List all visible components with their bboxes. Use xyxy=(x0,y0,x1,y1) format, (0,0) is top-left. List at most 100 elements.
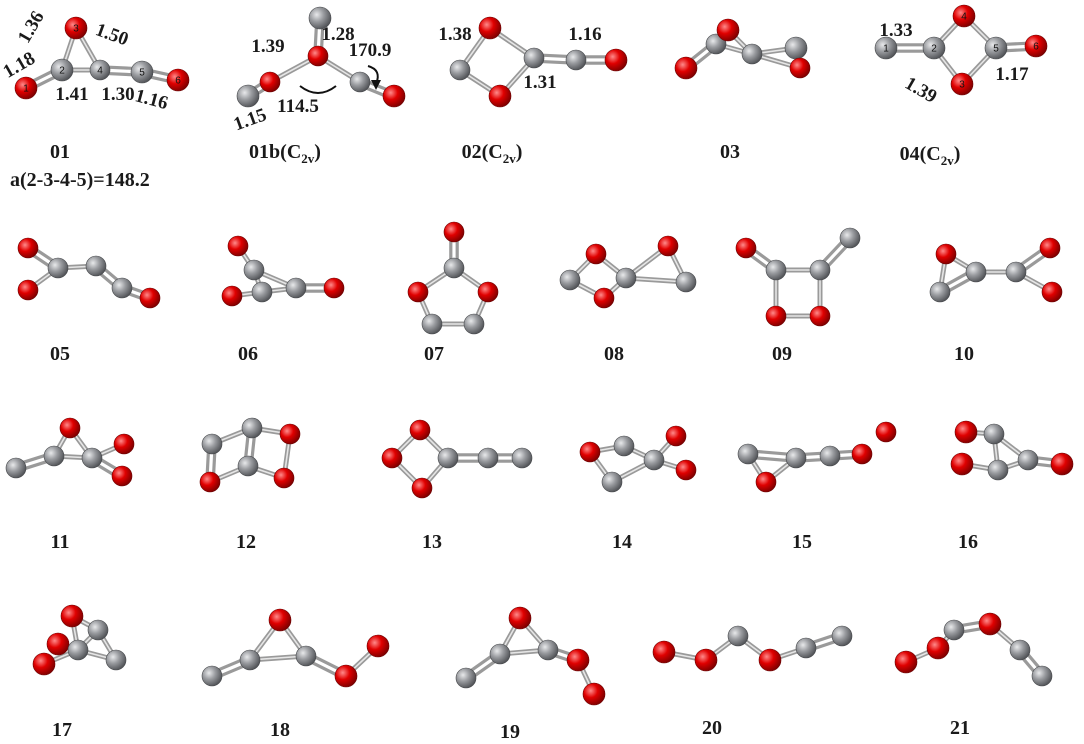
structure-09-oxygen-atom-1 xyxy=(735,237,757,259)
structure-01-atom-index-2: 2 xyxy=(59,66,65,77)
structure-21-carbon-atom-4 xyxy=(943,619,965,641)
structure-12-carbon-atom-2 xyxy=(241,417,263,439)
structure-01-carbon-atom-4 xyxy=(89,59,111,81)
structure-03-carbon-atom-2 xyxy=(705,33,727,55)
structure-04c-atom-index-6: 6 xyxy=(1033,42,1039,53)
structure-02c-carbon-atom-4 xyxy=(523,47,545,69)
structure-18-oxygen-atom-3 xyxy=(334,664,358,688)
structure-03-carbon-atom-4 xyxy=(741,43,763,65)
structure-10-carbon-atom-6 xyxy=(1005,261,1027,283)
structure-01-bond-length-1: 1.18 xyxy=(0,48,39,83)
structure-14-carbon-atom-5 xyxy=(601,471,623,493)
structure-01-label: 01 xyxy=(50,141,70,163)
structure-17-carbon-atom-5 xyxy=(67,639,89,661)
structure-04c-bond-length-3: 1.17 xyxy=(995,64,1029,85)
structure-20-oxygen-atom-3 xyxy=(758,648,782,672)
structure-20-carbon-atom-5 xyxy=(795,637,817,659)
structure-15-oxygen-atom-2 xyxy=(851,443,873,465)
structure-19-label: 19 xyxy=(500,721,520,743)
structure-04c-oxygen-atom-6 xyxy=(1024,34,1048,58)
structure-20-label: 20 xyxy=(702,717,722,739)
structure-13-carbon-atom-4 xyxy=(437,447,459,469)
structure-01-bond-length-6: 1.16 xyxy=(133,85,171,114)
structure-19-carbon-atom-6 xyxy=(537,639,559,661)
structure-18-carbon-atom-6 xyxy=(295,645,317,667)
structure-02c-bond-length-2: 1.16 xyxy=(568,24,601,45)
structure-15-carbon-atom-6 xyxy=(819,445,841,467)
structure-04c-carbon-atom-5 xyxy=(984,36,1008,60)
structure-03-label: 03 xyxy=(720,141,740,163)
structure-17-label: 17 xyxy=(52,719,72,741)
structure-07-carbon-atom-2 xyxy=(443,257,465,279)
structure-18-carbon-atom-4 xyxy=(201,665,223,687)
structure-12-oxygen-atom-4 xyxy=(199,471,221,493)
structure-01-oxygen-atom-1 xyxy=(14,76,38,100)
structure-12-label: 12 xyxy=(236,531,256,553)
structure-10-carbon-atom-4 xyxy=(929,281,951,303)
structure-01-bond-length-4: 1.41 xyxy=(55,84,88,105)
structure-01-oxygen-atom-6 xyxy=(166,68,190,92)
structure-11-carbon-atom-6 xyxy=(81,447,103,469)
structure-01bc-bond-length-3: 1.15 xyxy=(231,104,269,135)
structure-07-oxygen-atom-4 xyxy=(477,281,499,303)
structure-04c-atom-index-1: 1 xyxy=(883,44,889,55)
structure-14-oxygen-atom-1 xyxy=(579,441,601,463)
structure-03-carbon-atom-5 xyxy=(784,36,808,60)
structure-12-oxygen-atom-3 xyxy=(279,423,301,445)
structure-13-oxygen-atom-3 xyxy=(411,477,433,499)
structure-08-oxygen-atom-1 xyxy=(585,243,607,265)
structure-11-oxygen-atom-2 xyxy=(113,433,135,455)
structure-16-carbon-atom-6 xyxy=(1017,449,1039,471)
structure-01-oxygen-atom-3 xyxy=(64,16,88,40)
structure-09-oxygen-atom-6 xyxy=(809,305,831,327)
structure-17-carbon-atom-4 xyxy=(87,619,109,641)
structure-21-oxygen-atom-3 xyxy=(978,612,1002,636)
structure-06-label: 06 xyxy=(238,343,258,365)
structure-06-oxygen-atom-6 xyxy=(323,277,345,299)
structure-01bc-oxygen-atom-2 xyxy=(259,71,281,93)
structure-04c-carbon-atom-1 xyxy=(874,36,898,60)
structure-01bc-carbon-atom-3 xyxy=(308,6,332,30)
structure-06-carbon-atom-3 xyxy=(243,259,265,281)
structure-17-oxygen-atom-2 xyxy=(46,632,70,656)
structure-01-atom-index-4: 4 xyxy=(97,66,103,77)
structure-01bc-carbon-atom-1 xyxy=(236,84,260,108)
structure-07-carbon-atom-5 xyxy=(421,313,443,335)
structure-01-bond-length-2: 1.36 xyxy=(14,8,49,47)
structure-18-label: 18 xyxy=(270,719,290,741)
structure-10-oxygen-atom-2 xyxy=(1039,237,1061,259)
structure-07-carbon-atom-6 xyxy=(463,313,485,335)
structure-18-oxygen-atom-1 xyxy=(268,608,292,632)
structure-02c-bond-length-1: 1.38 xyxy=(438,24,471,45)
structure-05-carbon-atom-3 xyxy=(47,257,69,279)
structure-16-oxygen-atom-1 xyxy=(954,420,978,444)
structure-21-oxygen-atom-1 xyxy=(894,650,918,674)
structure-14-oxygen-atom-2 xyxy=(665,425,687,447)
structure-04c-atom-index-4: 4 xyxy=(961,12,967,23)
structure-08-carbon-atom-6 xyxy=(675,271,697,293)
structure-05-oxygen-atom-6 xyxy=(139,287,161,309)
structure-16-label: 16 xyxy=(958,531,978,553)
structure-01-bond-length-3: 1.50 xyxy=(93,19,131,50)
structure-08-label: 08 xyxy=(604,343,624,365)
structure-13-label: 13 xyxy=(422,531,442,553)
structure-11-oxygen-atom-1 xyxy=(59,417,81,439)
structure-01-atom-index-5: 5 xyxy=(139,68,145,79)
structure-20-oxygen-atom-1 xyxy=(652,640,676,664)
structure-01-atom-index-1: 1 xyxy=(23,84,29,95)
structure-01bc-label: 01b(C2v) xyxy=(249,141,321,166)
structure-01bc-angle-2: 170.9 xyxy=(349,40,392,61)
structure-07-oxygen-atom-1 xyxy=(443,221,465,243)
structure-04c-atom-index-2: 2 xyxy=(931,44,937,55)
structure-06-carbon-atom-5 xyxy=(285,277,307,299)
structure-11-carbon-atom-5 xyxy=(43,445,65,467)
structure-21-label: 21 xyxy=(950,717,970,739)
structure-17-carbon-atom-6 xyxy=(105,649,127,671)
structure-15-carbon-atom-5 xyxy=(785,447,807,469)
structure-06-oxygen-atom-2 xyxy=(221,285,243,307)
structure-08-oxygen-atom-2 xyxy=(593,287,615,309)
structure-02c-label: 02(C2v) xyxy=(462,141,523,166)
structure-01-carbon-atom-5 xyxy=(130,60,154,84)
bond-layer xyxy=(13,13,1064,697)
structure-11-carbon-atom-4 xyxy=(5,457,27,479)
